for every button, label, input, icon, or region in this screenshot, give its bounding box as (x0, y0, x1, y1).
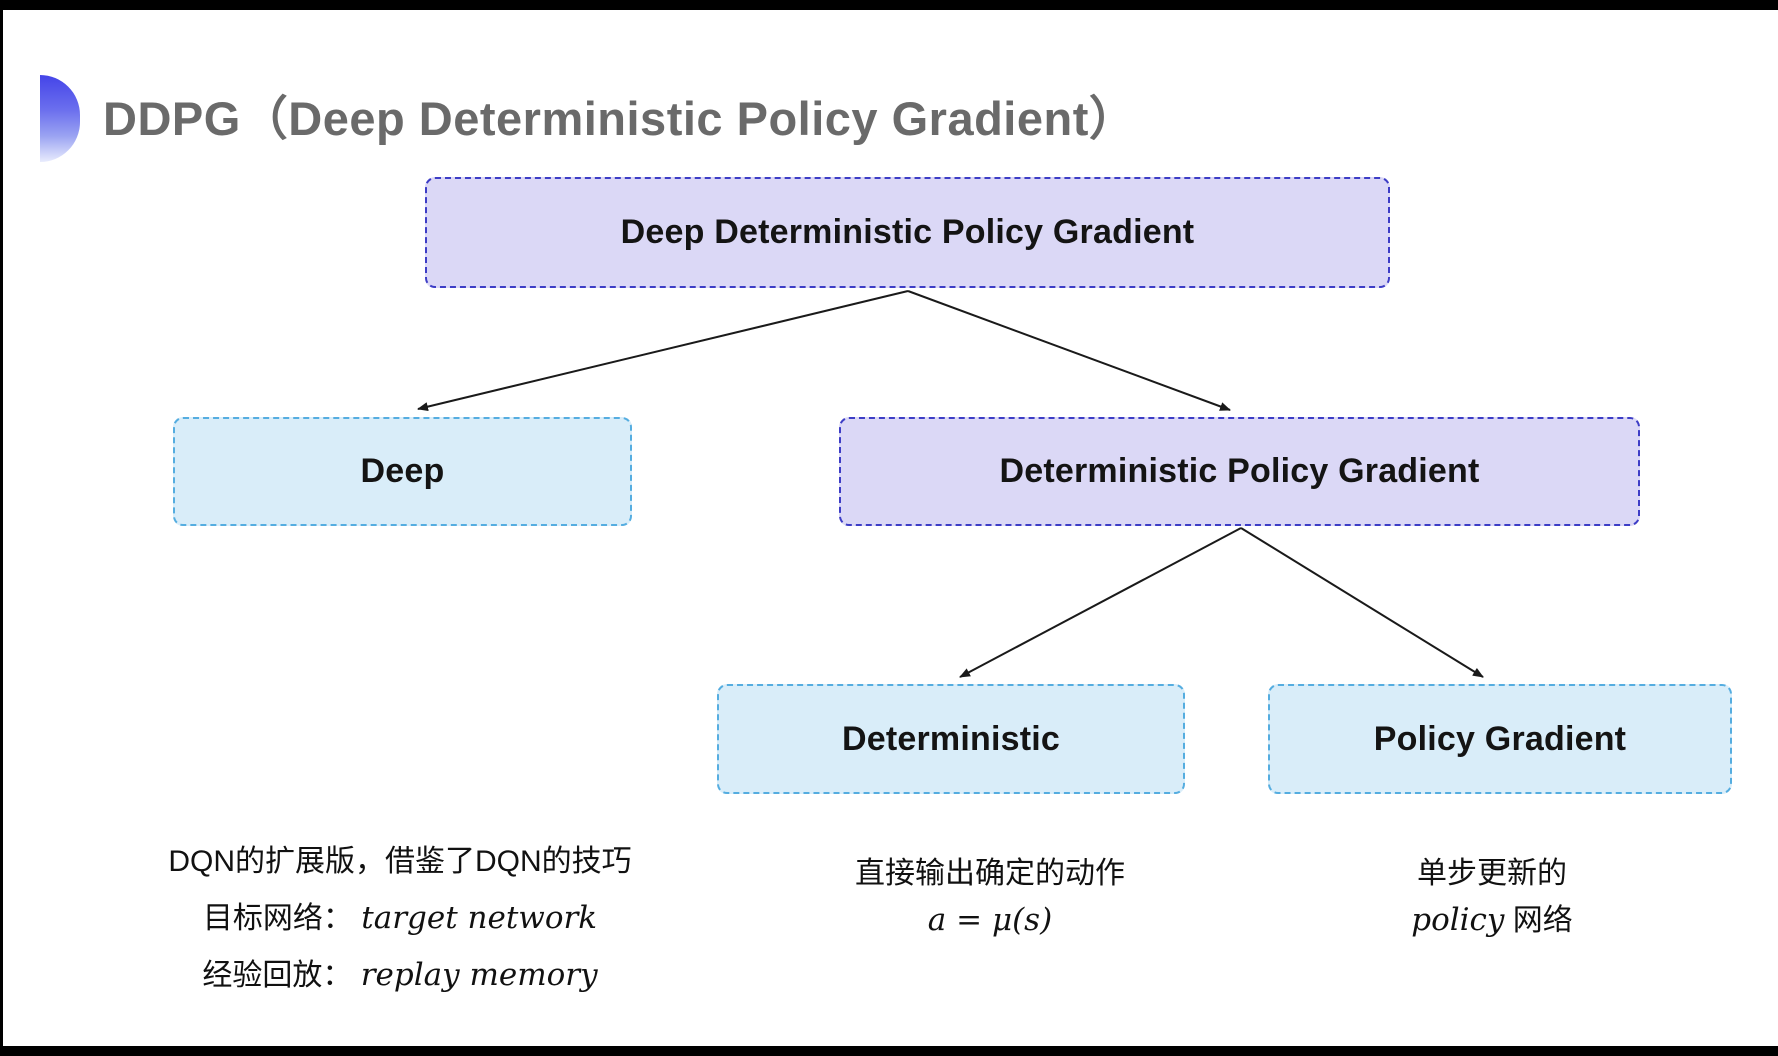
node-policy-gradient: Policy Gradient (1268, 684, 1732, 794)
slide-title: DDPG（Deep Deterministic Policy Gradient） (103, 92, 1137, 145)
note-deep: DQN的扩展版，借鉴了DQN的技巧 目标网络： target network 经… (110, 833, 690, 1004)
note-policy-gradient-line2: policy 网络 (1411, 902, 1573, 938)
note-deep-line3: 经验回放： replay memory (202, 957, 598, 993)
note-deep-line2: 目标网络： target network (202, 900, 598, 936)
node-label: Deep Deterministic Policy Gradient (620, 213, 1195, 251)
note-deterministic-formula: a = μ(s) (927, 902, 1053, 938)
edge-dpg-policy-gradient (1240, 527, 1484, 678)
node-deep: Deep (173, 417, 632, 526)
letterbox-bar-top (0, 0, 1778, 10)
node-deterministic: Deterministic (717, 684, 1185, 794)
letterbox-bar-bottom (0, 1046, 1778, 1056)
node-deterministic-policy-gradient: Deterministic Policy Gradient (839, 417, 1640, 526)
note-policy-gradient-line1: 单步更新的 (1417, 857, 1567, 890)
node-label: Deep (360, 452, 445, 490)
note-deterministic-line1: 直接输出确定的动作 (855, 857, 1125, 890)
node-label: Deterministic (841, 719, 1060, 758)
title-bullet-icon (40, 75, 80, 162)
note-deterministic: 直接输出确定的动作 a = μ(s) (790, 851, 1190, 944)
edge-dpg-deterministic (959, 527, 1242, 678)
node-label: Policy Gradient (1373, 719, 1627, 758)
node-deep-deterministic-policy-gradient: Deep Deterministic Policy Gradient (425, 177, 1390, 288)
node-label: Deterministic Policy Gradient (999, 452, 1480, 490)
letterbox-bar-left (0, 0, 3, 1056)
note-policy-gradient: 单步更新的 policy 网络 (1292, 851, 1692, 944)
edge-root-dpg (907, 290, 1231, 411)
edge-root-deep (417, 290, 909, 412)
note-deep-line1: DQN的扩展版，借鉴了DQN的技巧 (168, 845, 632, 878)
